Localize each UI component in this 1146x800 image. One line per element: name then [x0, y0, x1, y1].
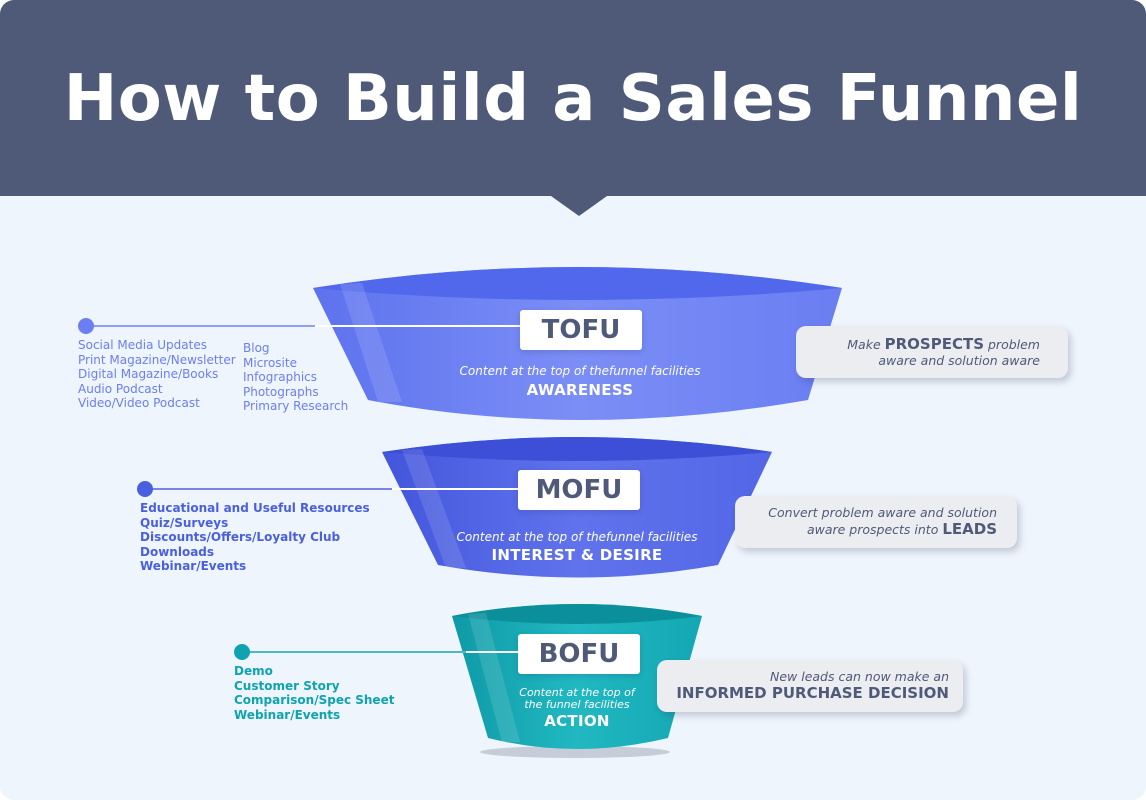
list-item: Demo	[234, 664, 273, 678]
list-item: Quiz/Surveys	[140, 515, 229, 530]
tofu-callout: Make PROSPECTS problem aware and solutio…	[796, 326, 1068, 378]
list-item: Comparison/Spec Sheet	[234, 693, 395, 707]
bofu-label: BOFU	[518, 634, 640, 674]
list-item: Primary Research	[243, 399, 349, 413]
tofu-connector	[78, 318, 522, 334]
list-item: Digital Magazine/Books	[78, 367, 219, 381]
callout-emphasis: LEADS	[942, 520, 997, 538]
mofu-stage-name: INTEREST & DESIRE	[491, 546, 663, 564]
bofu-stage-name: ACTION	[544, 712, 610, 730]
mofu-description: Content at the top of thefunnel faciliti…	[456, 530, 698, 544]
callout-text: Make	[847, 337, 885, 352]
list-item: Downloads	[140, 544, 215, 559]
bofu-content-list: Demo Customer Story Comparison/Spec Shee…	[234, 664, 394, 722]
callout-text: aware prospects into	[806, 522, 943, 537]
list-item: Educational and Useful Resources	[140, 501, 370, 515]
bofu-connector	[234, 644, 520, 660]
callout-text: problem	[984, 337, 1040, 352]
list-item: Webinar/Events	[140, 559, 247, 573]
list-item: Print Magazine/Newsletter	[78, 352, 236, 367]
header-banner: How to Build a Sales Funnel	[0, 0, 1146, 196]
list-item: Video/Video Podcast	[78, 396, 200, 410]
callout-text: Convert problem aware and solution	[768, 505, 997, 520]
list-item: Customer Story	[234, 678, 340, 693]
list-item: Infographics	[243, 370, 318, 384]
callout-emphasis: PROSPECTS	[884, 335, 985, 353]
callout-text: aware and solution aware	[878, 353, 1040, 368]
list-item: Webinar/Events	[234, 707, 341, 722]
tofu-label: TOFU	[520, 310, 642, 350]
mofu-callout: Convert problem aware and solution aware…	[735, 496, 1017, 548]
list-item: Photographs	[243, 384, 319, 399]
mofu-connector	[137, 481, 520, 497]
tofu-description: Content at the top of thefunnel faciliti…	[459, 364, 701, 378]
page-title: How to Build a Sales Funnel	[63, 62, 1083, 136]
header-pointer	[551, 196, 607, 216]
tofu-stage-name: AWARENESS	[526, 381, 634, 399]
list-item: Discounts/Offers/Loyalty Club	[140, 530, 341, 544]
bofu-description-line-1: Content at the top of	[519, 686, 635, 699]
callout-emphasis: INFORMED PURCHASE DECISION	[676, 684, 949, 702]
list-item: Audio Podcast	[78, 381, 163, 396]
callout-text: New leads can now make an	[770, 669, 949, 684]
mofu-content-list: Educational and Useful Resources Quiz/Su…	[140, 501, 370, 574]
tofu-content-list-2: Blog Microsite Infographics Photographs …	[243, 341, 348, 414]
list-item: Blog	[243, 341, 270, 355]
bofu-description-line-2: the funnel facilities	[524, 698, 630, 711]
list-item: Microsite	[243, 355, 297, 370]
bofu-callout: New leads can now make an INFORMED PURCH…	[657, 660, 963, 712]
tofu-content-list-1: Social Media Updates Print Magazine/News…	[78, 338, 236, 411]
list-item: Social Media Updates	[78, 338, 207, 352]
mofu-label: MOFU	[518, 470, 640, 510]
